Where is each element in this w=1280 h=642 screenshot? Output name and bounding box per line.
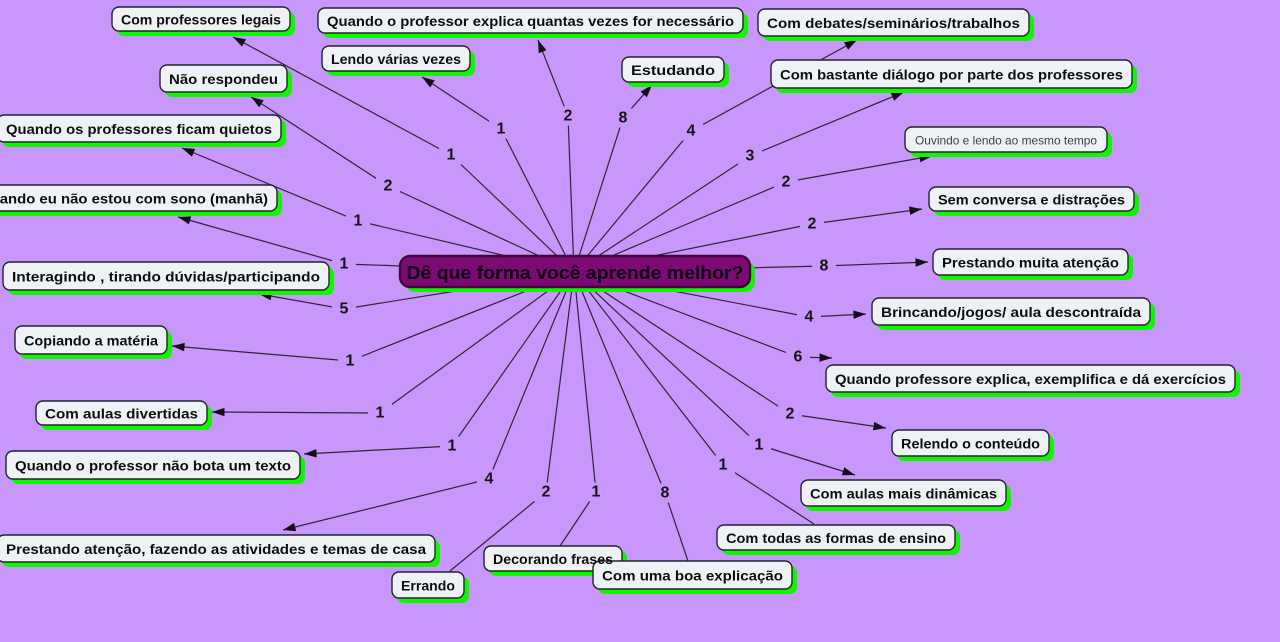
svg-text:Com professores legais: Com professores legais xyxy=(121,13,281,28)
svg-text:1: 1 xyxy=(497,121,506,138)
svg-text:2: 2 xyxy=(384,178,393,195)
svg-text:Estudando: Estudando xyxy=(631,63,715,78)
svg-text:Com aulas divertidas: Com aulas divertidas xyxy=(45,407,198,422)
svg-text:Lendo várias vezes: Lendo várias vezes xyxy=(331,52,461,67)
svg-text:2: 2 xyxy=(564,108,573,125)
svg-text:Decorando frases: Decorando frases xyxy=(493,552,613,567)
svg-text:Quando os professores ficam qu: Quando os professores ficam quietos xyxy=(6,122,272,137)
svg-text:Relendo o conteúdo: Relendo o conteúdo xyxy=(901,437,1040,452)
svg-text:Quando o professor não bota um: Quando o professor não bota um texto xyxy=(15,459,291,474)
svg-text:5: 5 xyxy=(340,301,349,318)
svg-text:4: 4 xyxy=(805,309,814,326)
svg-text:Quando eu não estou com sono (: Quando eu não estou com sono (manhã) xyxy=(0,192,268,207)
svg-text:1: 1 xyxy=(755,437,764,454)
svg-text:Interagindo , tirando dúvidas/: Interagindo , tirando dúvidas/participan… xyxy=(12,270,320,285)
svg-text:2: 2 xyxy=(808,216,817,233)
svg-text:Com bastante diálogo por parte: Com bastante diálogo por parte dos profe… xyxy=(780,68,1123,83)
svg-text:Sem conversa e distrações: Sem conversa e distrações xyxy=(938,193,1125,208)
svg-text:1: 1 xyxy=(719,457,728,474)
svg-text:8: 8 xyxy=(661,485,670,502)
svg-text:Brincando/jogos/ aula descontr: Brincando/jogos/ aula descontraída xyxy=(881,305,1142,320)
svg-text:3: 3 xyxy=(746,148,755,165)
svg-text:Quando professore explica, exe: Quando professore explica, exemplifica e… xyxy=(835,372,1226,387)
svg-text:8: 8 xyxy=(820,258,829,275)
svg-text:Prestando muita atenção: Prestando muita atenção xyxy=(942,256,1119,271)
svg-text:Com aulas mais dinâmicas: Com aulas mais dinâmicas xyxy=(810,487,997,502)
svg-text:1: 1 xyxy=(448,438,457,455)
svg-text:Ouvindo e lendo ao mesmo tempo: Ouvindo e lendo ao mesmo tempo xyxy=(915,134,1097,148)
svg-text:1: 1 xyxy=(346,353,355,370)
svg-text:1: 1 xyxy=(447,147,456,164)
svg-text:1: 1 xyxy=(340,256,349,273)
svg-text:Dê que forma você aprende melh: Dê que forma você aprende melhor? xyxy=(407,262,744,283)
svg-text:8: 8 xyxy=(619,110,628,127)
svg-text:6: 6 xyxy=(794,349,803,366)
svg-text:2: 2 xyxy=(542,484,551,501)
svg-text:1: 1 xyxy=(376,405,385,422)
svg-text:4: 4 xyxy=(687,123,696,140)
svg-text:4: 4 xyxy=(485,471,494,488)
svg-text:Com uma boa explicação: Com uma boa explicação xyxy=(602,569,783,584)
svg-text:Quando o professor explica qua: Quando o professor explica quantas vezes… xyxy=(327,14,734,29)
svg-text:Copiando a matéria: Copiando a matéria xyxy=(24,334,159,349)
svg-text:2: 2 xyxy=(782,174,791,191)
svg-text:1: 1 xyxy=(354,213,363,230)
svg-text:Não respondeu: Não respondeu xyxy=(169,72,278,87)
svg-text:Com debates/seminários/trabalh: Com debates/seminários/trabalhos xyxy=(767,16,1020,31)
svg-text:Com todas as formas de ensino: Com todas as formas de ensino xyxy=(726,531,946,546)
svg-text:2: 2 xyxy=(786,406,795,423)
svg-text:Prestando atenção, fazendo as: Prestando atenção, fazendo as atividades… xyxy=(6,542,427,557)
svg-text:Errando: Errando xyxy=(401,579,455,594)
svg-text:1: 1 xyxy=(592,484,601,501)
